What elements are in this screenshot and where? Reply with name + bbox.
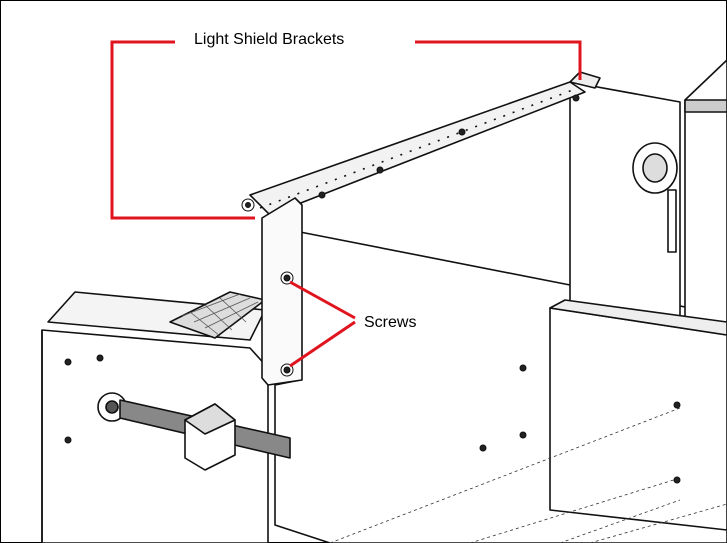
back-panel-edge bbox=[569, 71, 601, 89]
leader-screw-top bbox=[289, 280, 356, 320]
light-shield-brackets-label: Light Shield Brackets bbox=[190, 31, 349, 49]
back-panel bbox=[569, 81, 681, 331]
leader-screw-bottom bbox=[289, 320, 356, 368]
top-rail bbox=[249, 81, 586, 216]
front-panel bbox=[549, 307, 727, 531]
front-panel-top bbox=[549, 299, 727, 336]
leader-bracket-right bbox=[415, 40, 582, 80]
screws-label: Screws bbox=[360, 314, 421, 332]
right-block-face bbox=[684, 99, 727, 113]
knob bbox=[632, 142, 678, 253]
threaded-rod bbox=[97, 392, 291, 471]
machine-assembly bbox=[41, 59, 727, 543]
leader-bracket-left bbox=[110, 40, 255, 220]
hidden-lines bbox=[329, 407, 727, 543]
light-shield-bracket bbox=[261, 197, 303, 386]
grid-lines bbox=[181, 293, 259, 337]
right-block bbox=[684, 59, 727, 341]
screw-holes bbox=[64, 94, 681, 484]
callout-leaders bbox=[110, 40, 582, 368]
